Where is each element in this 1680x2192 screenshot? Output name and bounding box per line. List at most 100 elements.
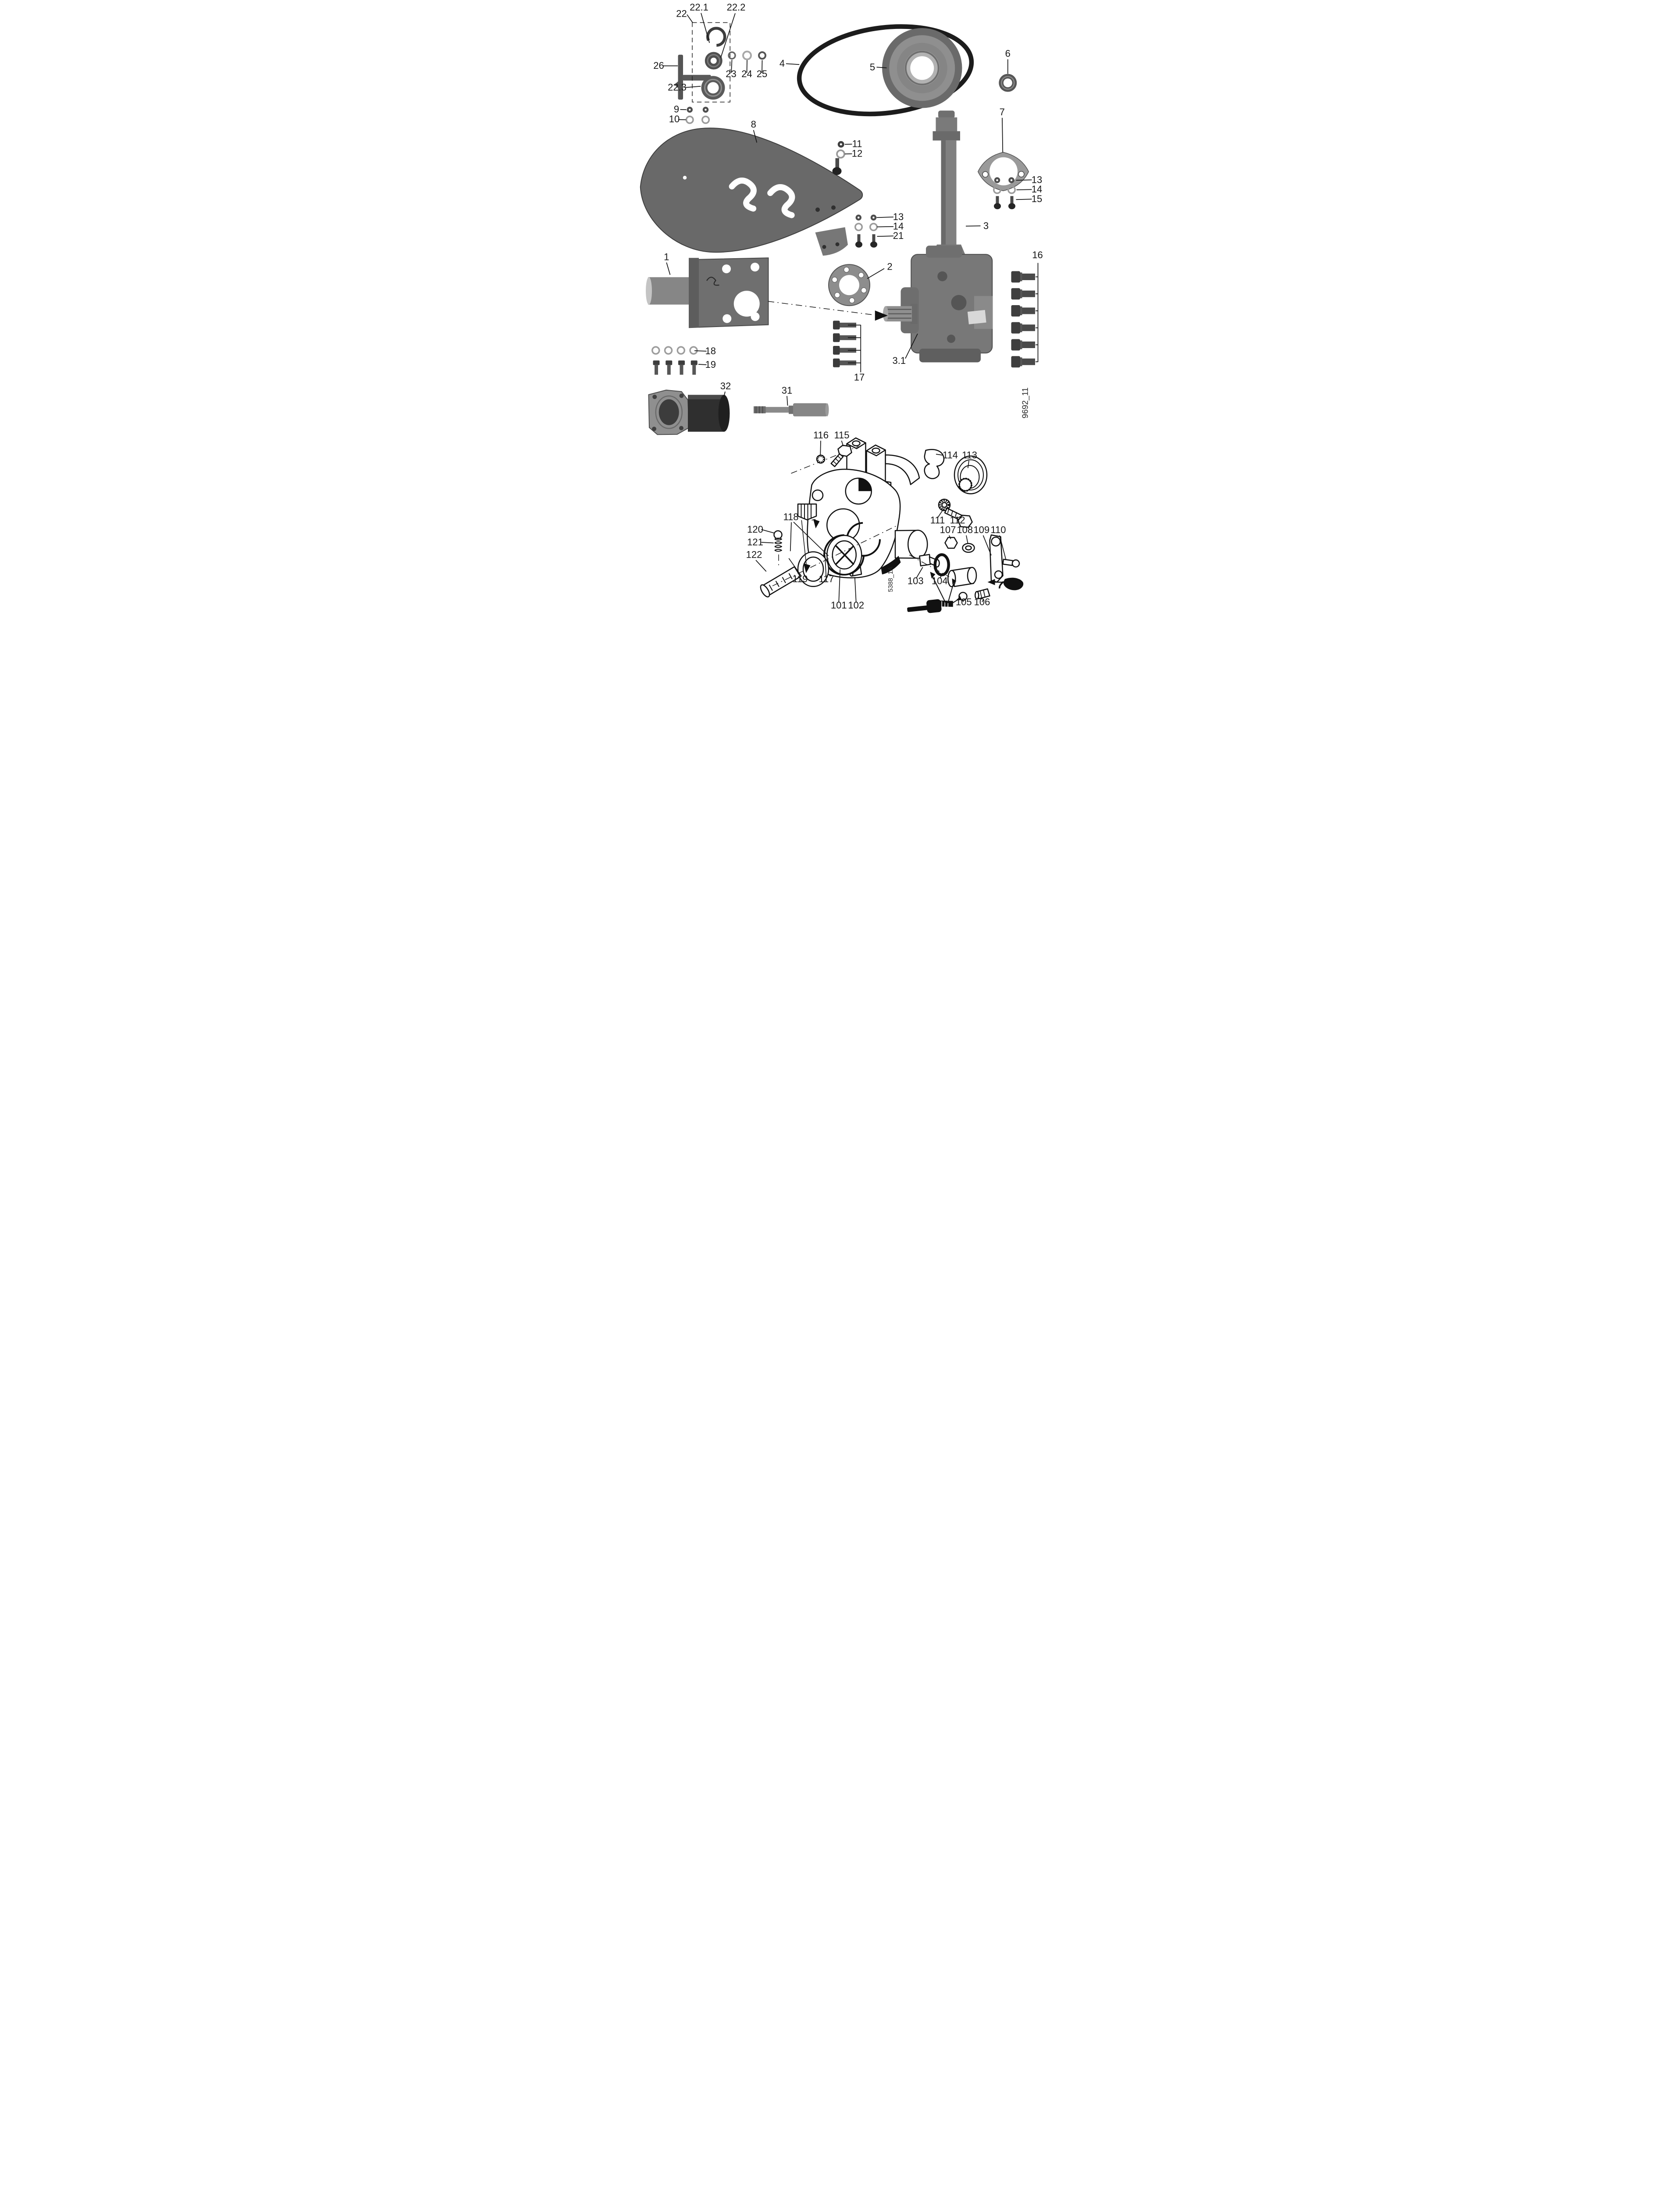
part-19-screw-row xyxy=(653,360,698,375)
callout-16: 16 xyxy=(1032,249,1043,260)
callout-25: 25 xyxy=(757,68,767,79)
leader-111 xyxy=(937,509,944,518)
callout-106: 106 xyxy=(974,596,990,607)
part-10-washers xyxy=(685,115,710,124)
part-115-hex-bolt xyxy=(830,445,852,467)
part-121-spring xyxy=(774,537,782,552)
part-31-shaft-adapter xyxy=(754,403,829,416)
leader-102 xyxy=(854,577,857,603)
part-23-ring xyxy=(728,51,736,60)
callout-119: 119 xyxy=(792,573,808,584)
callout-9: 9 xyxy=(674,103,679,114)
callout-31: 31 xyxy=(782,385,792,396)
callout-13-mid: 13 xyxy=(893,211,904,222)
leader-32 xyxy=(723,391,726,398)
leader-117 xyxy=(824,555,827,576)
part-112-hex-bolt xyxy=(944,508,973,528)
part-104-o-ring xyxy=(933,553,950,576)
part-24-washer xyxy=(742,50,752,60)
leader-109 xyxy=(982,535,992,556)
part-shift-rod-end xyxy=(797,503,820,573)
part-3-drive-shaft-tube xyxy=(933,110,966,256)
callout-5: 5 xyxy=(870,61,875,72)
assembly-tool-grip xyxy=(987,577,1024,591)
leader-5 xyxy=(876,67,887,68)
part-7-flange-gasket xyxy=(977,152,1029,192)
part-120-o-ring xyxy=(773,530,783,539)
callout-14-mid: 14 xyxy=(893,221,904,232)
callout-18: 18 xyxy=(705,345,716,356)
part-107-hex-nut xyxy=(944,537,958,549)
part-111-lock-washer xyxy=(938,498,951,511)
exploded-parts-diagram: 9692_11 5388_1A 22.122.2222622.323242545… xyxy=(640,2,1043,613)
callout-22: 22 xyxy=(676,8,687,19)
ref-code-right: 9692_11 xyxy=(1021,388,1030,419)
leader-101 xyxy=(838,569,841,603)
leader-lines xyxy=(663,13,1039,603)
part-2-adapter-disc xyxy=(828,264,870,306)
callout-23: 23 xyxy=(726,68,736,79)
part-13-14-21-middle-set xyxy=(854,214,878,248)
part-32-bearing-housing xyxy=(648,389,730,435)
callout-15: 15 xyxy=(1032,193,1042,204)
leader-11 xyxy=(844,143,852,145)
callout-113: 113 xyxy=(962,449,977,460)
callout-7: 7 xyxy=(1000,107,1005,117)
callout-26: 26 xyxy=(653,60,664,71)
part-108-washer xyxy=(962,543,975,553)
callout-107: 107 xyxy=(940,524,956,535)
leader-118-a xyxy=(790,522,792,552)
leader-8 xyxy=(753,130,758,143)
callout-19: 19 xyxy=(705,359,716,370)
leader-104 xyxy=(940,575,942,579)
callout-22-2: 22.2 xyxy=(727,2,746,13)
leader-22 xyxy=(687,14,693,23)
callout-8: 8 xyxy=(751,119,756,130)
callout-122: 122 xyxy=(746,549,762,560)
leader-19 xyxy=(698,364,707,365)
callout-103: 103 xyxy=(908,575,924,586)
part-26-t-handle-pin xyxy=(674,54,711,100)
part-113-coupling-hub xyxy=(954,455,988,495)
callout-24: 24 xyxy=(741,68,752,79)
leader-119 xyxy=(788,558,802,577)
part-117-119-bearing-cups xyxy=(797,535,862,587)
leader-14-right xyxy=(1016,189,1032,190)
callout-112: 112 xyxy=(950,515,965,526)
leader-115 xyxy=(841,440,844,447)
part-16-bolt-set xyxy=(1011,271,1035,368)
part-11-12-nut-washer-screw xyxy=(832,141,845,175)
callout-3: 3 xyxy=(983,220,989,231)
part-8-belt-guard xyxy=(640,128,863,256)
group-22-dashed-box xyxy=(692,22,730,103)
part-13-14-15-right-set xyxy=(993,177,1016,210)
leader-22-1 xyxy=(701,13,710,43)
leader-3-1 xyxy=(905,333,918,359)
assembly-direction-arrow xyxy=(875,310,888,321)
callout-117: 117 xyxy=(819,573,834,584)
part-4-v-belt xyxy=(797,24,974,117)
part-9-nuts xyxy=(687,107,709,113)
callout-116: 116 xyxy=(813,430,829,441)
callout-102: 102 xyxy=(848,600,864,611)
leader-22-3 xyxy=(684,85,701,88)
leader-106 xyxy=(982,598,984,602)
callout-2: 2 xyxy=(887,261,892,272)
callout-104: 104 xyxy=(932,575,948,586)
leader-103 xyxy=(915,567,923,579)
callout-17: 17 xyxy=(854,372,865,383)
callout-110: 110 xyxy=(990,524,1006,535)
callout-115: 115 xyxy=(834,430,849,441)
leader-114 xyxy=(936,454,944,456)
callout-6: 6 xyxy=(1005,48,1011,59)
leader-108 xyxy=(966,535,968,544)
leader-120 xyxy=(761,529,775,534)
leader-122 xyxy=(755,560,767,572)
leader-17-bracket xyxy=(848,324,861,373)
callout-1: 1 xyxy=(664,251,669,262)
part-22-1-circlip-icon xyxy=(706,27,726,47)
callout-101: 101 xyxy=(831,600,847,611)
callout-22-1: 22.1 xyxy=(690,2,708,13)
